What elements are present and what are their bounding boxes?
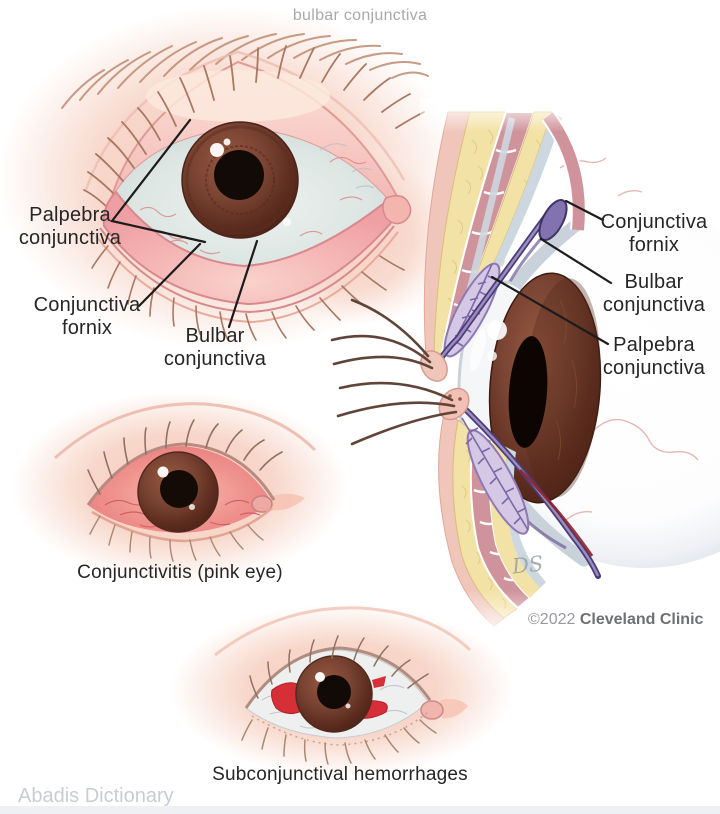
eyebrow bbox=[61, 33, 429, 109]
sclera-veins-gray bbox=[319, 143, 375, 189]
front-eye-illustration bbox=[0, 6, 462, 350]
catchlight-small bbox=[223, 138, 231, 146]
footer-brand: Abadis Dictionary bbox=[18, 785, 174, 807]
upper-lid-fold-line bbox=[84, 50, 406, 191]
top-fade bbox=[420, 98, 610, 132]
hemorrhage-upper-lid-edge bbox=[244, 646, 432, 709]
upper-lashes bbox=[83, 45, 425, 211]
lid-margin-red-line bbox=[518, 468, 594, 557]
hemorrhage-pupil bbox=[317, 675, 351, 709]
footer-strip bbox=[0, 806, 720, 814]
caption-conjunctivitis: Conjunctivitis (pink eye) bbox=[77, 562, 283, 583]
pinkeye-upper-lashes bbox=[87, 419, 283, 495]
leader-bulbar-left bbox=[227, 239, 259, 329]
leader-fornix-left bbox=[137, 242, 202, 308]
hemorrhage-caruncle bbox=[420, 700, 444, 720]
caption-subconjunctival-hemorrhages: Subconjunctival hemorrhages bbox=[212, 764, 468, 785]
iris-outer-ring bbox=[185, 125, 295, 235]
pinkeye-lower-lid-line bbox=[91, 507, 273, 543]
cross-catchlight-large bbox=[487, 320, 507, 340]
lash-root-dot-1 bbox=[448, 394, 452, 398]
pinkeye-brow-crease bbox=[54, 402, 317, 460]
label-palpebra-conjunctiva-left: Palpebra conjunctiva bbox=[18, 204, 122, 249]
pinkeye-upper-lid-edge bbox=[86, 442, 276, 506]
leader-fornix-right bbox=[564, 199, 605, 222]
pinkeye-caruncle bbox=[251, 495, 273, 513]
cross-section-lashes bbox=[330, 298, 458, 446]
label-palpebra-conjunctiva-right: Palpebra conjunctiva bbox=[602, 334, 706, 379]
pinkeye-lower-lashes bbox=[89, 515, 264, 562]
copyright-year: ©2022 bbox=[528, 611, 580, 628]
hemorrhage-lower-lashes bbox=[241, 719, 437, 765]
pinkeye-outer-corner-fold bbox=[268, 493, 305, 511]
palpebral-conjunctiva-lower-inner bbox=[457, 401, 600, 577]
meibomian-glands-lower bbox=[461, 417, 529, 531]
hemorrhage-brow-crease bbox=[214, 606, 472, 657]
leader-lines bbox=[110, 118, 613, 346]
artist-signature: DS bbox=[510, 551, 545, 579]
pinkeye-vessels bbox=[104, 499, 261, 528]
catchlight-lower bbox=[283, 218, 291, 226]
conjunctivitis-eye-illustration bbox=[12, 391, 348, 583]
palpebral-conjunctiva-upper-inner bbox=[434, 207, 554, 367]
hemorrhage-upper-lashes bbox=[249, 635, 429, 699]
lower-lid-margin bbox=[99, 225, 395, 314]
leader-palpebra-left bbox=[110, 118, 207, 244]
upper-lid-shine bbox=[146, 70, 330, 122]
hemorrhage-lower-lid-dotted bbox=[251, 711, 429, 746]
iris-shading bbox=[523, 278, 601, 498]
cross-catchlight-small bbox=[487, 351, 497, 361]
sphere-contour-squiggles bbox=[559, 157, 699, 521]
caruncle bbox=[382, 195, 412, 225]
pupil-slit bbox=[508, 336, 548, 448]
cornea-highlight bbox=[469, 328, 487, 372]
label-conjunctiva-fornix-right: Conjunctiva fornix bbox=[600, 211, 708, 256]
lower-everted-conjunctiva bbox=[102, 190, 395, 306]
upper-lid-septum-gray bbox=[452, 112, 562, 344]
pinkeye-pupil bbox=[160, 470, 198, 508]
watermark-title: bulbar conjunctiva bbox=[292, 7, 428, 24]
levator-gray-band bbox=[466, 117, 516, 291]
hemorrhage-outer-corner-fold bbox=[440, 698, 468, 719]
cross-section-illustration bbox=[330, 98, 720, 638]
leader-bulbar-right bbox=[539, 237, 613, 285]
lash-root-dot-2 bbox=[458, 397, 462, 401]
iris-crenulation bbox=[205, 145, 275, 215]
copyright-brand: Cleveland Clinic bbox=[579, 611, 704, 628]
pinkeye-catchlight-small bbox=[189, 504, 195, 510]
label-bulbar-conjunctiva-left: Bulbar conjunctiva bbox=[163, 325, 267, 370]
catchlight-large bbox=[210, 143, 224, 157]
hemorrhage-catchlight-small bbox=[345, 703, 351, 709]
lower-lid-fold bbox=[95, 231, 399, 324]
hemorrhage-blob-small bbox=[372, 676, 386, 688]
pupil bbox=[214, 150, 264, 200]
label-conjunctiva-fornix-left: Conjunctiva fornix bbox=[33, 294, 141, 339]
hemorrhage-eye-illustration bbox=[170, 604, 514, 776]
label-bulbar-conjunctiva-right: Bulbar conjunctiva bbox=[602, 271, 706, 316]
lower-lashes bbox=[91, 245, 405, 341]
pinkeye-catchlight bbox=[157, 466, 169, 478]
leader-palpebra-right bbox=[490, 275, 610, 346]
copyright-notice: ©2022 Cleveland Clinic bbox=[528, 611, 720, 629]
sclera-vessels bbox=[139, 156, 367, 255]
hemorrhage-catchlight bbox=[315, 672, 325, 682]
